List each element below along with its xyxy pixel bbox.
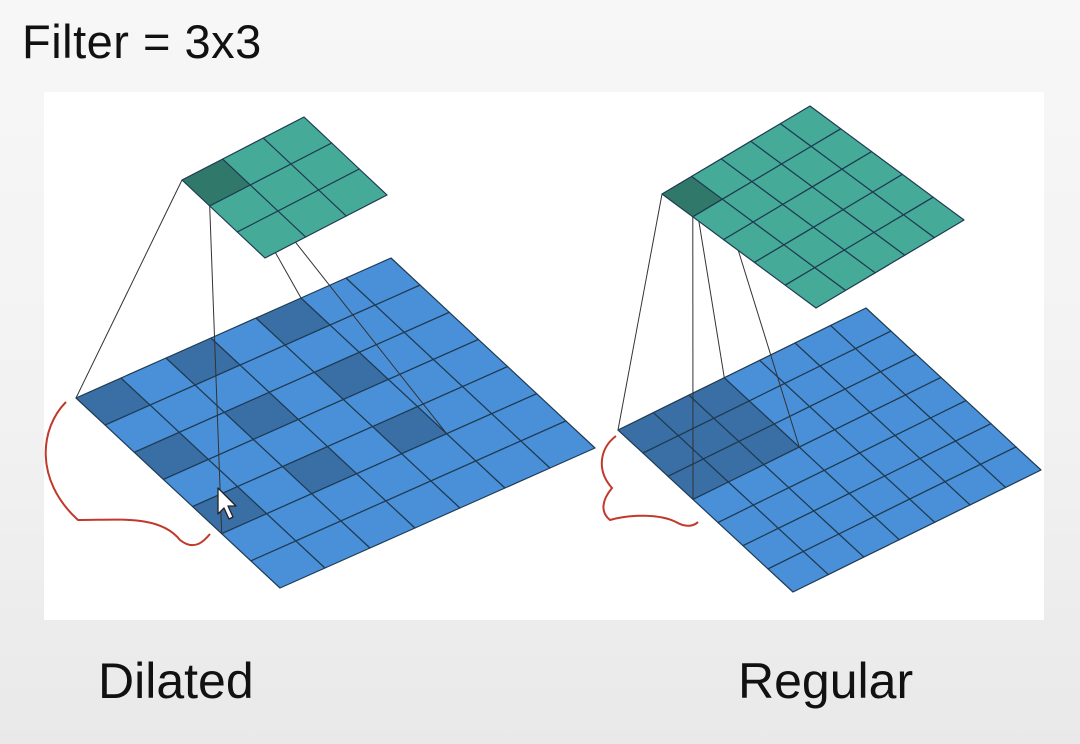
- regular-projection-line: [617, 193, 663, 431]
- regular-output-cell: [902, 196, 965, 239]
- dilated-projection-line: [209, 205, 223, 534]
- dilated-output-cell: [318, 168, 388, 217]
- mouse-pointer-icon: [217, 487, 237, 520]
- regular-brace-annotation: [600, 435, 699, 527]
- regular-diagram: [600, 105, 1042, 593]
- regular-input-grid: [617, 307, 1042, 593]
- regular-input-cell: [979, 446, 1042, 488]
- slide-heading: Filter = 3x3: [22, 15, 262, 68]
- dilated-projection-line: [75, 179, 183, 399]
- regular-output-grid: [661, 105, 965, 309]
- dilated-input-grid: [75, 257, 596, 589]
- dilated-input-cell: [520, 420, 596, 469]
- dilated-brace-annotation: [44, 401, 211, 546]
- dilated-caption: Dilated: [98, 653, 254, 709]
- dilated-diagram: [44, 116, 596, 589]
- dilated-output-grid: [181, 116, 388, 259]
- regular-caption: Regular: [738, 653, 914, 709]
